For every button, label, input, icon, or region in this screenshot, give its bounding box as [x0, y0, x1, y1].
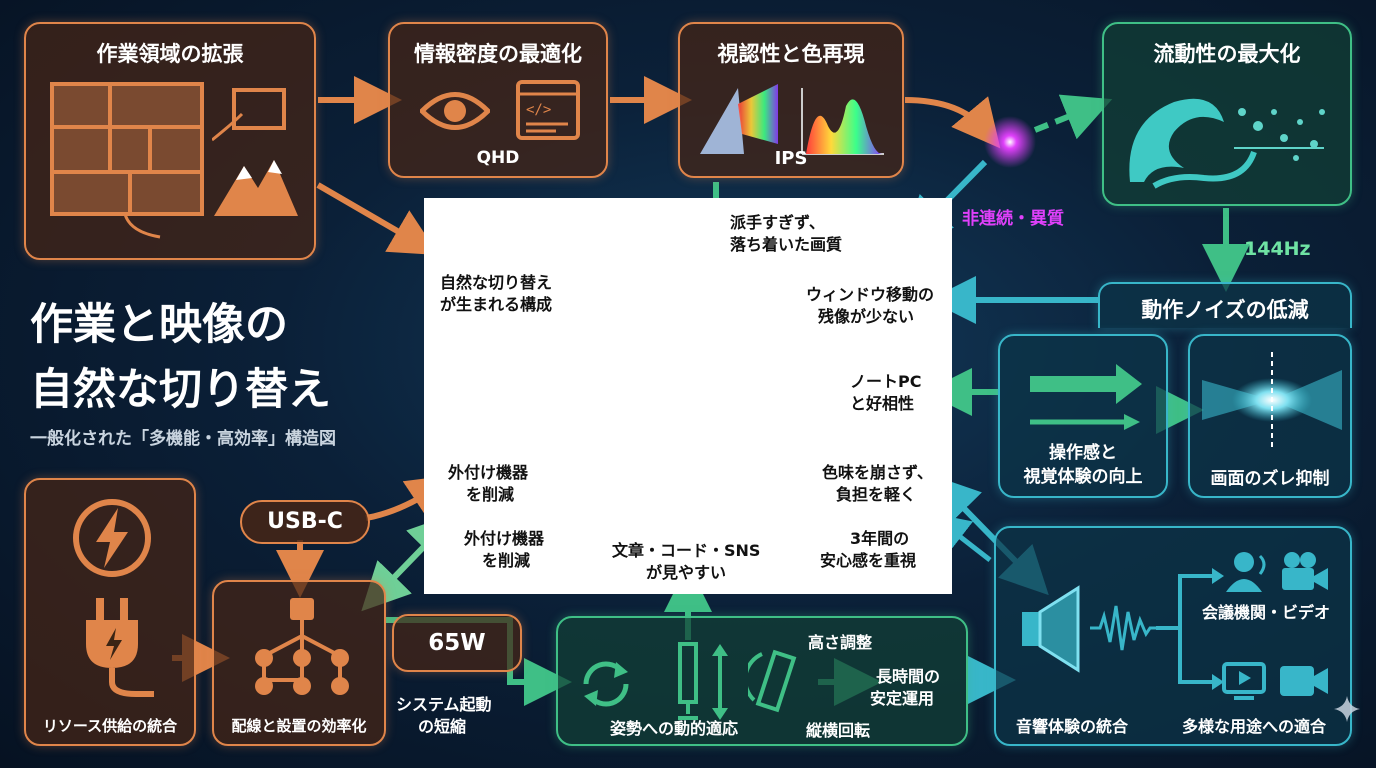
label-longrun-1: 長時間の	[876, 667, 941, 686]
label-color-2: 負担を軽く	[836, 485, 917, 504]
box-posture: 姿勢への動的適応	[556, 616, 968, 746]
box-meeting-title: 会議機関・ビデオ	[1202, 603, 1331, 622]
box-screen: 画面のズレ抑制	[1188, 334, 1352, 498]
play-screen-icon	[1222, 662, 1266, 700]
box-usage-title: 多様な用途への適合	[1182, 717, 1327, 736]
arrow-speed-icon	[1030, 364, 1142, 430]
prism-icon	[700, 84, 778, 154]
box-workspace: 作業領域の拡張	[24, 22, 316, 260]
box-fluidity-title: 流動性の最大化	[1153, 42, 1301, 66]
box-operation-line2: 視覚体験の向上	[1023, 467, 1143, 487]
label-natural-2: が生まれる構成	[440, 295, 553, 314]
wave-icon	[1129, 98, 1325, 189]
box-visibility-title: 視認性と色再現	[717, 42, 865, 66]
mountain-icon	[212, 88, 298, 216]
box-resource: リソース供給の統合	[24, 478, 196, 746]
label-65w: 65W	[428, 630, 486, 656]
box-wiring: 配線と設置の効率化	[212, 580, 386, 746]
box-sound-title: 音響体験の統合	[1016, 717, 1129, 736]
label-height: 高さ調整	[808, 633, 873, 652]
box-65w: 65W	[392, 614, 522, 672]
branch-connector	[1156, 568, 1224, 690]
window-layout-icon	[50, 82, 204, 239]
usbc-pill: USB-C	[240, 500, 370, 544]
label-text-1: 文章・コード・SNS	[612, 541, 761, 560]
main-title-line2: 自然な切り替え	[30, 365, 331, 415]
label-window-1: ウィンドウ移動の	[806, 285, 935, 304]
label-not-flashy-2: 落ち着いた画質	[730, 235, 843, 254]
box-operation: 操作感と 視覚体験の向上	[998, 334, 1168, 498]
label-years-2: 安心感を重視	[820, 551, 917, 570]
box-density-title: 情報密度の最適化	[414, 42, 582, 66]
box-operation-line1: 操作感と	[1049, 443, 1117, 463]
label-laptop-1: ノートPC	[850, 372, 922, 391]
label-natural-1: 自然な切り替え	[440, 273, 553, 292]
label-not-flashy-1: 派手すぎず、	[730, 213, 825, 232]
box-density-tag: QHD	[476, 148, 520, 168]
box-density: 情報密度の最適化 </> QHD	[388, 22, 608, 178]
label-external2-1: 外付け機器	[464, 529, 545, 548]
speaker-icon	[1022, 585, 1080, 673]
arrow-glow-fluidity	[1033, 94, 1113, 140]
label-text-2: が見やすい	[646, 563, 727, 582]
box-fluidity: 流動性の最大化	[1102, 22, 1352, 206]
label-external1-1: 外付け機器	[448, 463, 529, 482]
label-external2-2: を削減	[482, 551, 531, 570]
main-title-line1: 作業と映像の	[30, 300, 288, 350]
box-screen-title: 画面のズレ抑制	[1210, 469, 1330, 489]
box-resource-title: リソース供給の統合	[42, 717, 178, 735]
person-icon	[1226, 552, 1266, 592]
label-boot-1: システム起動	[396, 695, 492, 714]
label-discontinuity: 非連続・異質	[962, 209, 1064, 229]
box-visibility: 視認性と色再現 IPS	[678, 22, 904, 178]
label-external1-2: を削減	[466, 485, 515, 504]
monitor-stand-icon	[678, 642, 728, 720]
box-visibility-tag: IPS	[774, 148, 808, 169]
soundwave-icon	[1090, 605, 1160, 651]
light-beam-icon	[1202, 352, 1342, 448]
rotate-icon	[583, 661, 629, 707]
usbc-label: USB-C	[267, 509, 343, 534]
label-rotate: 縦横回転	[806, 721, 871, 740]
label-boot-2: の短縮	[418, 717, 467, 736]
box-sound: 会議機関・ビデオ 音響体験の統合 多様な用途への適合	[994, 526, 1352, 746]
label-longrun-2: 安定運用	[870, 689, 935, 708]
box-motion-noise-title: 動作ノイズの低減	[1141, 298, 1309, 322]
box-wiring-title: 配線と設置の効率化	[231, 717, 367, 735]
discontinuity-glow	[984, 116, 1036, 168]
label-color-1: 色味を崩さず、	[822, 463, 933, 482]
label-years-1: 3年間の	[850, 529, 910, 548]
arrow-sound-years	[929, 512, 992, 562]
arrow-visibility-glow	[904, 96, 1001, 149]
network-icon	[255, 598, 349, 695]
center-panel	[424, 198, 952, 594]
box-posture-title: 姿勢への動的適応	[610, 719, 739, 738]
svg-text:</>: </>	[526, 102, 551, 118]
spectrum-icon	[801, 88, 884, 155]
lightning-icon	[73, 499, 151, 577]
label-window-2: 残像が少ない	[818, 307, 915, 326]
main-subtitle: 一般化された「多機能・高効率」構造図	[30, 429, 336, 449]
video-camera-icon-2	[1280, 666, 1328, 696]
rotate-monitor-icon	[748, 649, 797, 713]
sparkle-icon	[1334, 696, 1360, 722]
video-camera-icon	[1282, 552, 1328, 590]
box-motion-noise: 動作ノイズの低減	[1098, 282, 1352, 328]
box-workspace-title: 作業領域の拡張	[96, 42, 244, 66]
label-laptop-2: と好相性	[850, 394, 915, 413]
label-144hz: 144Hz	[1244, 238, 1311, 260]
plug-icon	[86, 598, 154, 697]
code-window-icon: </>	[516, 80, 580, 140]
arrow-workspace-panel	[316, 182, 439, 256]
eye-icon	[420, 92, 490, 130]
